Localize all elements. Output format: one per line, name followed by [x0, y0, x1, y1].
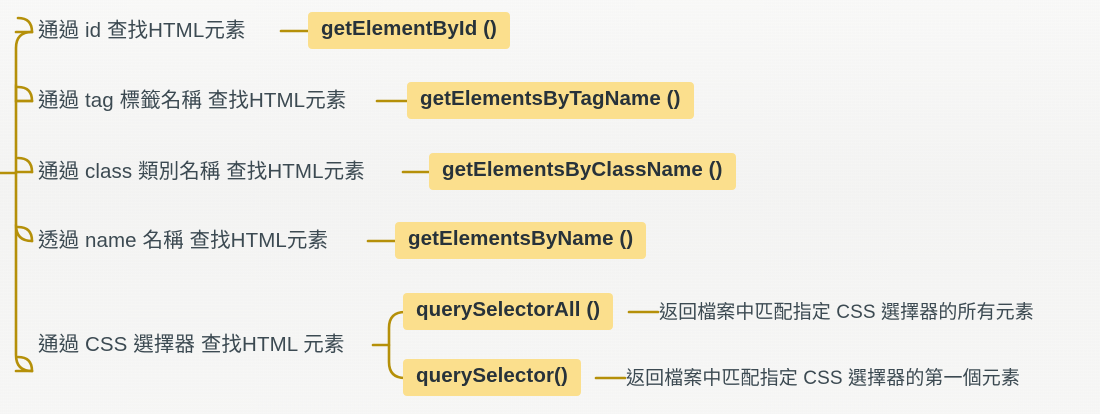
method-chip-label-by-tag: getElementsByTagName ()	[407, 82, 694, 119]
method-chip-label-by-name: getElementsByName ()	[395, 222, 647, 259]
method-chip-by-class[interactable]: getElementsByClassName ()	[429, 153, 736, 190]
method-chip-label-query-selector: querySelector()	[403, 359, 581, 396]
branch-label-by-class[interactable]: 通過 class 類別名稱 查找HTML元素	[38, 160, 365, 183]
method-chip-by-id[interactable]: getElementById ()	[308, 12, 510, 49]
method-chip-query-selector[interactable]: querySelector()	[403, 359, 581, 396]
method-chip-label-by-class: getElementsByClassName ()	[429, 153, 736, 190]
branch-stub-by-name	[14, 223, 34, 243]
description-query-selector: 返回檔案中匹配指定 CSS 選擇器的第一個元素	[626, 368, 1020, 389]
elbow-by-tag	[16, 85, 34, 103]
elbow-by-name	[16, 225, 34, 243]
branch-label-by-css[interactable]: 通過 CSS 選擇器 查找HTML 元素	[38, 333, 345, 356]
branch-label-by-name[interactable]: 透過 name 名稱 查找HTML元素	[38, 229, 329, 252]
method-chip-by-tag[interactable]: getElementsByTagName ()	[407, 82, 694, 119]
method-chip-query-selector-all[interactable]: querySelectorAll ()	[403, 293, 614, 330]
elbow-by-id	[16, 16, 34, 34]
branch-label-by-id[interactable]: 通過 id 查找HTML元素	[38, 19, 246, 42]
branch-stub-by-tag	[14, 83, 34, 103]
method-chip-label-by-id: getElementById ()	[308, 12, 510, 49]
elbow-by-css	[16, 355, 34, 373]
main-spine	[14, 30, 34, 373]
method-chip-label-query-selector-all: querySelectorAll ()	[403, 293, 614, 330]
method-chip-by-name[interactable]: getElementsByName ()	[395, 222, 647, 259]
elbow-by-class	[16, 156, 34, 174]
description-query-selector-all: 返回檔案中匹配指定 CSS 選擇器的所有元素	[659, 302, 1034, 323]
branch-label-by-tag[interactable]: 通過 tag 標籤名稱 查找HTML元素	[38, 89, 347, 112]
